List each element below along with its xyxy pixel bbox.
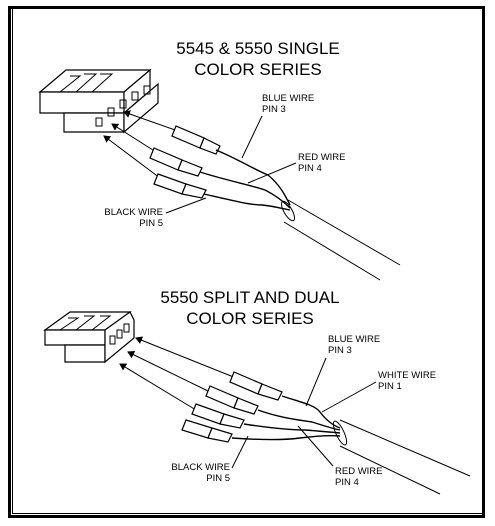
bottom-connector-housing — [43, 311, 135, 364]
top-terminals — [149, 125, 221, 199]
top-title-line1: 5545 & 5550 SINGLE — [176, 39, 340, 58]
bottom-title-line1: 5550 SPLIT AND DUAL — [160, 288, 339, 307]
bottom-white-wire-label: WHITE WIRE — [378, 370, 436, 381]
top-blue-wire-label: BLUE WIRE — [262, 93, 314, 104]
top-title-line2: COLOR SERIES — [194, 60, 322, 79]
top-black-pin-label: PIN 5 — [139, 218, 163, 229]
top-connector-diagram: 5545 & 5550 SINGLE COLOR SERIES — [38, 39, 401, 281]
top-red-wire-label: RED WIRE — [298, 152, 346, 163]
inner-border — [12, 8, 483, 514]
bottom-blue-pin-label: PIN 3 — [328, 345, 352, 356]
top-red-pin-label: PIN 4 — [298, 163, 322, 174]
bottom-title-line2: COLOR SERIES — [186, 309, 314, 328]
bottom-black-wire-label: BLACK WIRE — [171, 462, 230, 473]
bottom-black-pin-label: PIN 5 — [206, 473, 230, 484]
bottom-red-pin-label: PIN 4 — [335, 477, 359, 488]
top-black-wire-label: BLACK WIRE — [104, 207, 163, 218]
bottom-red-wire-label: RED WIRE — [335, 466, 383, 477]
bottom-white-pin-label: PIN 1 — [378, 381, 402, 392]
top-connector-housing — [38, 68, 159, 134]
bottom-terminals — [181, 371, 283, 443]
bottom-blue-wire-label: BLUE WIRE — [328, 334, 380, 345]
top-blue-pin-label: PIN 3 — [262, 104, 286, 115]
bottom-connector-diagram: 5550 SPLIT AND DUAL COLOR SERIES — [43, 288, 471, 495]
